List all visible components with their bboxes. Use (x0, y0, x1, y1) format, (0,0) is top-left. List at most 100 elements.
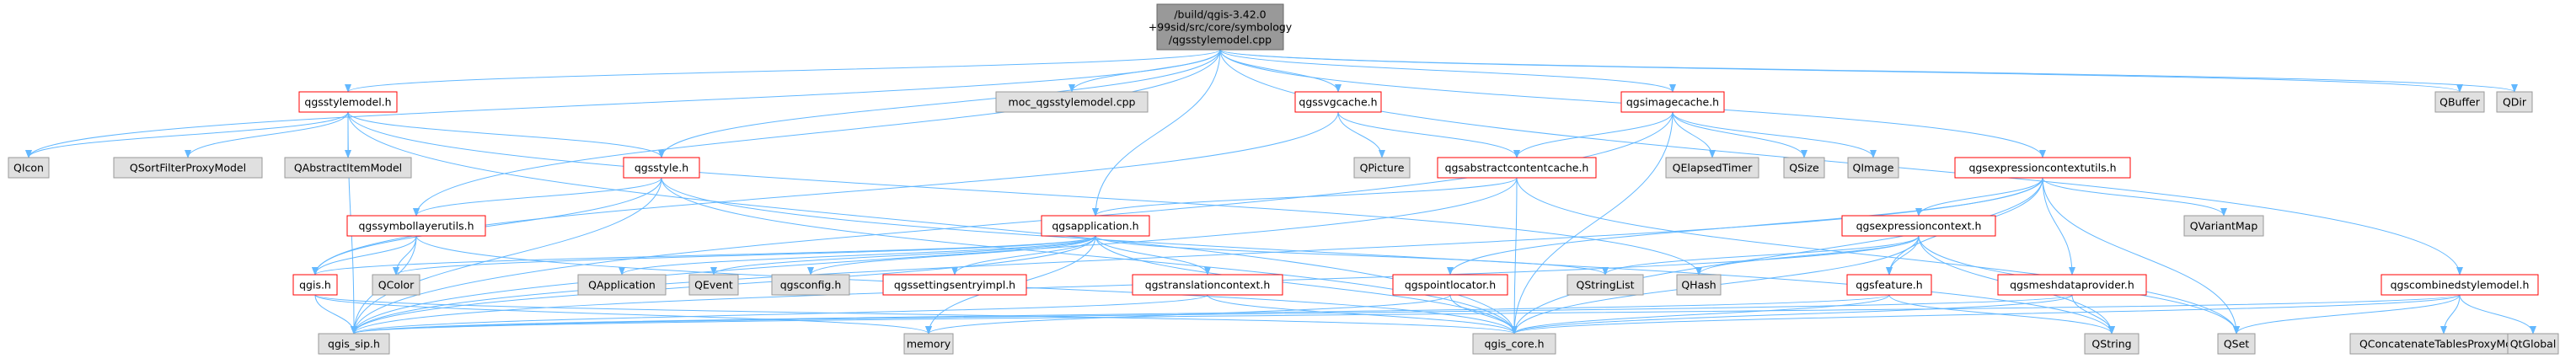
edge-qgssymbollayerutils_h-to-qgis_h (312, 235, 417, 276)
edge-root-to-qgssymbollayerutils_h (413, 49, 1221, 217)
node-qgsexpressioncontextutils-h[interactable]: qgsexpressioncontextutils.h (1954, 157, 2131, 179)
edge-root-to-qgsimagecache_h (1219, 49, 1676, 93)
node-box (771, 274, 850, 296)
node-label: QSize (1789, 162, 1819, 174)
node-label: QtGlobal (2510, 338, 2557, 351)
node-box (1353, 157, 1411, 179)
node-label: qgssettingsentryimpl.h (894, 279, 1015, 292)
edge-qgsapplication_h-to-qgis_core_h (1095, 235, 1518, 335)
node-qgsabstractcontentcache-h[interactable]: qgsabstractcontentcache.h (1437, 157, 1597, 179)
node-qgis-h[interactable]: qgis.h (292, 274, 338, 296)
edge-qgsexpressioncontextutils_h-to-qgis_sip_h (351, 177, 2043, 335)
node-box (1620, 91, 1725, 113)
node-label: qgsimagecache.h (1626, 96, 1719, 109)
edge-qgsapplication_h-to-qgstranslationcontext_h (1095, 235, 1211, 276)
node-label: QVariantMap (2190, 220, 2258, 233)
node-qcolor: QColor (372, 274, 420, 296)
node-box (1472, 333, 1556, 355)
node-qgspointlocator-h[interactable]: qgspointlocator.h (1392, 274, 1508, 296)
edge-qgstranslationcontext_h-to-qgis_core_h (1207, 294, 1518, 335)
edge-qgsimagecache_h-to-qgis_sip_h (351, 111, 1674, 335)
node-label: qgsconfig.h (780, 279, 842, 292)
node-box (318, 333, 390, 355)
node-qbuffer: QBuffer (2434, 91, 2485, 113)
edge-qgsstyle_h-to-qgis_sip_h (351, 177, 662, 335)
node-qgsimagecache-h[interactable]: qgsimagecache.h (1620, 91, 1725, 113)
edge-qgsapplication_h-to-qgsconfig_h (807, 235, 1096, 276)
node-label: qgsexpressioncontext.h (1856, 220, 1982, 233)
edge-qgsstyle_h-to-qgis_core_h (661, 177, 1518, 335)
edge-qgspointlocator_h-to-qgis_core_h (1449, 294, 1518, 335)
node-qvariantmap: QVariantMap (2183, 215, 2264, 237)
node-label: qgstranslationcontext.h (1145, 279, 1271, 292)
node-box (298, 91, 398, 113)
node-qpicture: QPicture (1353, 157, 1411, 179)
node-box (2183, 215, 2264, 237)
edge-qgsexpressioncontextutils_h-to-qgsexpressioncontext_h (1915, 177, 2043, 217)
node-box (2496, 91, 2533, 113)
node-moc: moc_qgsstylemodel.cpp (995, 91, 1149, 113)
edge-qgsapplication_h-to-qgis_h (312, 235, 1096, 276)
edge-qgsfeature_h-to-qgis_core_h (1511, 294, 1890, 335)
node-qgsexpressioncontext-h[interactable]: qgsexpressioncontext.h (1841, 215, 1996, 237)
edge-qgsapplication_h-to-QApplication (619, 235, 1096, 276)
node-box (1294, 91, 1382, 113)
node-qgsstyle-h[interactable]: qgsstyle.h (623, 157, 700, 179)
node-qgis-sip-h: qgis_sip.h (318, 333, 390, 355)
node-box (2507, 333, 2559, 355)
edge-qgsexpressioncontextutils_h-to-QSet (2042, 177, 2240, 335)
node-label: qgis_core.h (1484, 338, 1544, 351)
edge-qgsimagecache_h-to-qgis_core_h (1511, 111, 1674, 335)
node-qgssettingsentryimpl-h[interactable]: qgssettingsentryimpl.h (882, 274, 1027, 296)
edge-qgis_h-to-memory (314, 294, 932, 335)
node-box (1392, 274, 1508, 296)
edge-qgsexpressioncontextutils_h-to-qgis_core_h (1511, 177, 2043, 335)
edge-qgsexpressioncontext_h-to-qgsfeature_h (1886, 235, 1920, 276)
node-qgssymbollayerutils-h[interactable]: qgssymbollayerutils.h (346, 215, 486, 237)
node-box (688, 274, 739, 296)
node-box (2349, 333, 2538, 355)
node-label: /qgsstylemodel.cpp (1169, 34, 1272, 46)
edge-qgsapplication_h-to-QStringList (1095, 235, 1609, 276)
node-qgsapplication-h[interactable]: qgsapplication.h (1041, 215, 1150, 237)
node-label: QBuffer (2439, 96, 2481, 109)
edge-qgsexpressioncontextutils_h-to-QVariantMap (2042, 177, 2227, 217)
node-qabstractitemmodel: QAbstractItemModel (284, 157, 412, 179)
node-qgsfeature-h[interactable]: qgsfeature.h (1846, 274, 1932, 296)
node-qgssvgcache-h[interactable]: qgssvgcache.h (1294, 91, 1382, 113)
node-label: QSortFilterProxyModel (130, 162, 246, 174)
node-label: qgsexpressioncontextutils.h (1968, 162, 2116, 174)
edge-root-to-QBuffer (1219, 49, 2463, 93)
edge-qgsexpressioncontextutils_h-to-qgsmeshdataprovider_h (2042, 177, 2075, 276)
edge-qgsexpressioncontext_h-to-QHash (1695, 235, 1920, 276)
edge-qgscombinedstylemodel_h-to-qgis_core_h (1511, 294, 2461, 335)
node-qgsstylemodel-h[interactable]: qgsstylemodel.h (298, 91, 398, 113)
node-qgstranslationcontext-h[interactable]: qgstranslationcontext.h (1132, 274, 1283, 296)
edge-qgsstylemodel_h-to-QIcon (25, 111, 349, 158)
node-box (1156, 3, 1284, 51)
edge-qgsstylemodel_h-to-qgis_core_h (347, 111, 1518, 335)
node-label: QHash (1681, 279, 1716, 292)
node-qgscombinedstylemodel-h[interactable]: qgscombinedstylemodel.h (2381, 274, 2539, 296)
edge-qgscombinedstylemodel_h-to-QConcatenateTablesProxyModel (2440, 294, 2461, 335)
node-box (292, 274, 338, 296)
node-box (577, 274, 667, 296)
node-qconcatenatetablesproxymodel: QConcatenateTablesProxyModel (2349, 333, 2538, 355)
node-qgsmeshdataprovider-h[interactable]: qgsmeshdataprovider.h (1997, 274, 2147, 296)
node-box (113, 157, 263, 179)
node-label: qgsabstractcontentcache.h (1445, 162, 1589, 174)
node-qevent: QEvent (688, 274, 739, 296)
node-label: /build/qgis-3.42.0 (1174, 8, 1266, 21)
edge-qgspointlocator_h-to-memory (925, 294, 1451, 335)
node-label: qgssymbollayerutils.h (358, 220, 474, 233)
edge-qgsstylemodel_h-to-qgsstyle_h (347, 111, 665, 158)
node-qgis-core-h: qgis_core.h (1472, 333, 1556, 355)
node-qset: QSet (2217, 333, 2256, 355)
node-box (8, 157, 50, 179)
node-qstring: QString (2084, 333, 2140, 355)
edge-root-to-QDir (1219, 49, 2518, 93)
node-box (284, 157, 412, 179)
node-box (882, 274, 1027, 296)
node-label: memory (907, 338, 951, 351)
